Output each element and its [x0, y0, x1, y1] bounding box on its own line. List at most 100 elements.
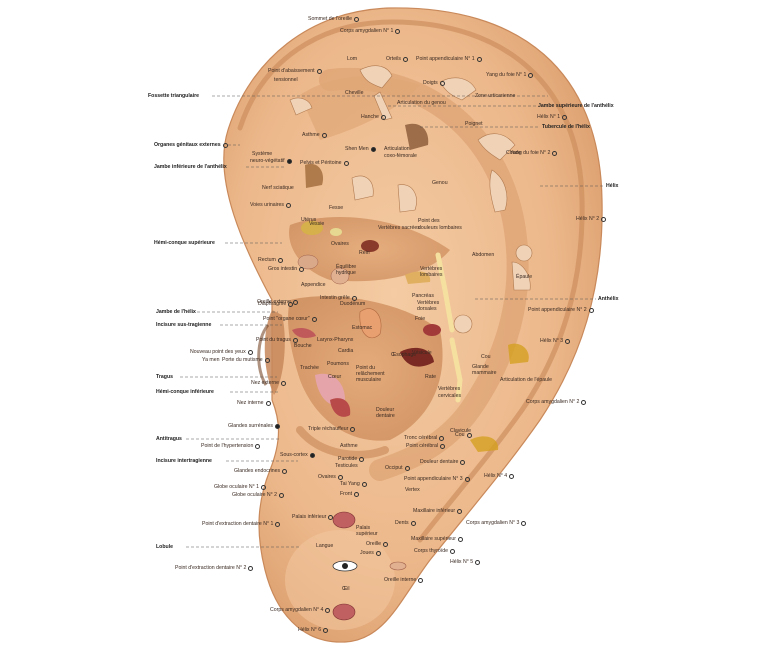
inner-point-marker-63 [565, 338, 571, 344]
outer-label-1: Organes génitaux externes [154, 142, 221, 148]
inner-point-marker-114 [383, 541, 388, 547]
inner-point-marker-18 [370, 146, 376, 152]
inner-point-marker-47 [292, 299, 298, 305]
inner-label-55: Foie [415, 316, 426, 322]
inner-label-116: Joues [360, 550, 374, 556]
inner-point-marker-104 [354, 491, 360, 497]
inner-point-marker-87 [466, 432, 472, 438]
inner-label-46: Pancréas [412, 293, 434, 299]
inner-label-59: Cardia [338, 348, 354, 354]
inner-label-92: Sous-cortex [280, 452, 308, 458]
outer-label-3: Hémi-conque supérieure [154, 240, 215, 246]
inner-label-42: Abdomen [472, 252, 495, 258]
inner-point-marker-102 [464, 476, 470, 482]
inner-point-marker-108 [275, 521, 281, 527]
outer-point-marker-1 [222, 142, 228, 148]
inner-label-23: Pelvis et Péritoine [300, 160, 342, 166]
outer-label-14: Anthélix [598, 296, 619, 302]
inner-label-121: Oreille interne [384, 577, 417, 583]
inner-label-93: Glandes endocrines [234, 468, 281, 474]
inner-point-marker-112 [521, 520, 527, 526]
inner-label-113: Langue [316, 543, 334, 549]
inner-label-18: Shen Men [345, 146, 369, 152]
inner-label-65: Œsophage [391, 352, 417, 358]
inner-label-49: Duodénum [340, 301, 366, 307]
inner-label-10: Articulation du genou [397, 100, 446, 106]
inner-label-84: Glandes surrénales [228, 423, 273, 429]
inner-point-marker-17 [286, 158, 292, 164]
inner-label-122: Corps amygdalien N° 4 [270, 607, 324, 613]
inner-point-marker-69 [280, 380, 286, 386]
inner-label-50: Vertèbres [417, 300, 440, 306]
inner-point-marker-115 [457, 536, 463, 542]
inner-label-36: Rein [359, 250, 370, 256]
inner-label-13: Hanche [361, 114, 379, 120]
inner-point-marker-33 [601, 216, 607, 222]
inner-label-68: mammaire [472, 370, 497, 376]
inner-label-44: Appendice [301, 282, 326, 288]
inner-point-marker-118 [248, 565, 254, 571]
inner-label-70: Trachée [300, 365, 319, 371]
inner-label-82: Douleur [376, 407, 395, 413]
inner-point-marker-93 [282, 468, 288, 474]
inner-label-1: Corps amygdalien N° 1 [340, 28, 394, 34]
inner-label-21: Coude [506, 150, 522, 156]
inner-label-2: Point d'abaissement [268, 68, 315, 74]
inner-label-81: Corps amygdalien N° 2 [526, 399, 580, 405]
inner-label-85: Triple réchauffeur [308, 426, 349, 432]
inner-point-marker-54 [588, 307, 594, 313]
inner-label-98: Hélix N° 4 [484, 473, 508, 479]
inner-label-112: Corps amygdalien N° 3 [466, 520, 520, 526]
inner-label-48: Diaphragme [258, 301, 287, 307]
inner-label-20: coxo-fémorale [384, 153, 417, 159]
inner-label-24: Genou [432, 180, 448, 186]
inner-point-marker-96 [460, 459, 466, 465]
inner-label-83: dentaire [376, 413, 395, 419]
inner-point-marker-100 [337, 474, 343, 480]
inner-point-marker-95 [359, 456, 365, 462]
inner-label-78: Nez interne [237, 400, 264, 406]
inner-label-32: Vessie [309, 221, 325, 227]
inner-label-19: Articulation [384, 146, 410, 152]
inner-label-105: Vertex [405, 487, 420, 493]
inner-label-40: Vertèbres [420, 266, 443, 272]
inner-label-100: Ovaires [318, 474, 336, 480]
inner-label-63: Hélix N° 3 [540, 338, 564, 344]
inner-point-marker-98 [509, 473, 515, 479]
inner-point-marker-37 [299, 266, 305, 272]
inner-point-marker-85 [350, 426, 356, 432]
inner-point-marker-90 [439, 435, 445, 441]
inner-label-75: Rate [425, 374, 436, 380]
inner-label-79: Vertèbres [438, 386, 461, 392]
inner-label-29: douleurs lombaires [418, 225, 462, 231]
inner-point-marker-35 [277, 257, 283, 263]
inner-label-25: Nerf sciatique [262, 185, 294, 191]
inner-label-111: supérieur [356, 531, 378, 537]
inner-point-marker-15 [321, 132, 327, 138]
inner-point-marker-88 [255, 443, 261, 449]
inner-point-marker-52 [311, 316, 317, 322]
outer-label-10: Lobule [156, 544, 174, 550]
inner-point-marker-78 [265, 400, 271, 406]
inner-label-12: Hélix N° 1 [537, 114, 561, 120]
inner-point-marker-62 [264, 357, 270, 363]
inner-label-71: Poumons [327, 361, 349, 367]
inner-label-38: Équilibre [336, 264, 357, 270]
inner-label-80: cervicales [438, 393, 462, 399]
inner-point-marker-0 [353, 16, 359, 22]
inner-point-marker-60 [247, 349, 253, 355]
inner-label-0: Sommet de l'oreille [308, 16, 352, 22]
inner-point-marker-99 [261, 484, 267, 490]
inner-point-marker-1 [395, 28, 401, 34]
outer-label-4: Jambe de l'hélix [156, 309, 196, 315]
inner-label-73: relâchement [356, 371, 385, 377]
outer-label-13: Hélix [606, 183, 619, 189]
inner-label-74: musculaire [356, 377, 382, 383]
inner-point-marker-117 [450, 548, 456, 554]
inner-label-15: Asthme [302, 132, 320, 138]
inner-point-marker-109 [410, 520, 416, 526]
inner-label-107: Maxillaire inférieur [413, 508, 456, 514]
inner-point-marker-122 [325, 607, 331, 613]
inner-label-54: Point appendiculaire N° 2 [528, 307, 587, 313]
